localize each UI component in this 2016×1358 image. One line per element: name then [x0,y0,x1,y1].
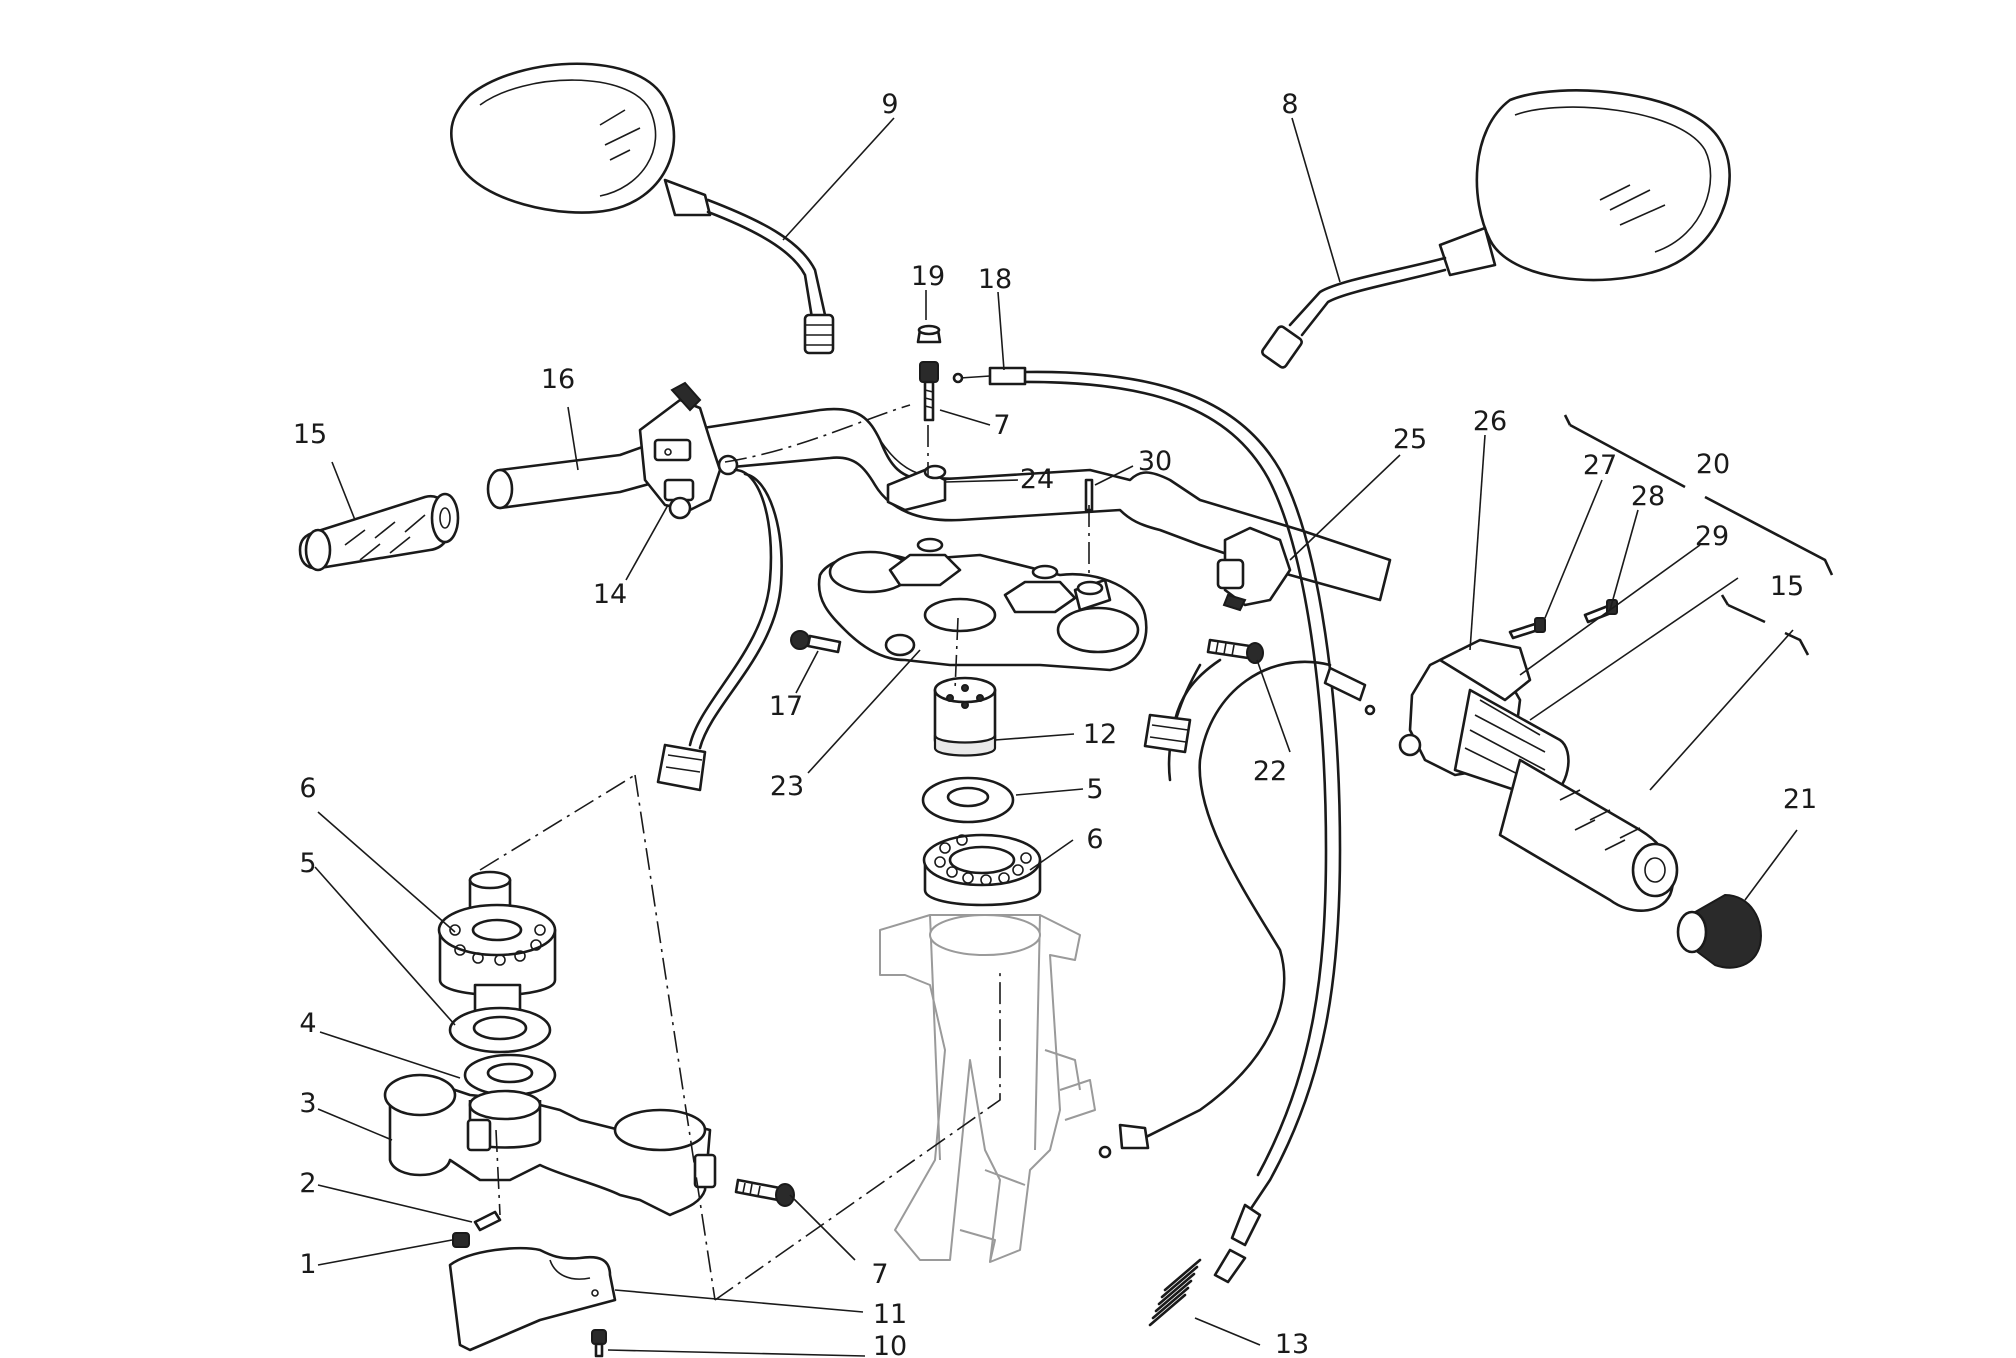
left-grip [298,492,460,572]
callout-11: 11 [873,1299,907,1330]
left-mirror [449,62,835,355]
callout-6-right: 6 [1086,824,1103,855]
bolt-17 [790,630,842,654]
frame-headstock [879,914,1096,1263]
callout-20: 20 [1696,449,1730,480]
spring-13 [1148,1258,1202,1327]
callout-29: 29 [1695,521,1729,552]
seal-lower-5 [448,1006,552,1054]
callout-22: 22 [1253,756,1287,787]
bolt-22 [1206,638,1264,664]
nut-1 [452,1232,470,1248]
callout-7-lower: 7 [871,1259,888,1290]
handlebar-riser-clamp [886,464,947,512]
callout-13: 13 [1275,1329,1309,1358]
callout-9: 9 [881,89,898,120]
throttle-cable-1 [1098,660,1376,1159]
clutch-cable [952,366,1342,1284]
callout-21: 21 [1783,784,1817,815]
callout-25: 25 [1393,424,1427,455]
callout-19: 19 [911,261,945,292]
pin-30 [1084,478,1094,512]
callout-17: 17 [769,691,803,722]
screw-27 [1508,617,1546,640]
bracket-20 [1563,414,1834,576]
throttle-assembly [1398,638,1679,912]
callout-30: 30 [1138,446,1172,477]
callout-15-right: 15 [1770,571,1804,602]
screw-10 [591,1329,607,1358]
callout-15-left: 15 [293,419,327,450]
bolt-7-lower [734,1178,795,1207]
assembly-lines [479,404,1090,1301]
callout-27: 27 [1583,450,1617,481]
lower-triple-clamp [383,1073,717,1217]
callout-23: 23 [770,771,804,802]
cap-19 [916,324,942,344]
bolt-7-upper [919,361,939,422]
left-switchgear [638,381,739,520]
callout-26: 26 [1473,406,1507,437]
callout-5-right: 5 [1086,774,1103,805]
callout-4: 4 [299,1008,316,1039]
seal-upper [921,776,1015,824]
right-mirror [1261,89,1731,369]
callout-28: 28 [1631,481,1665,512]
callout-1: 1 [299,1249,316,1280]
bearing-upper [922,833,1042,907]
screw-2 [473,1210,502,1232]
right-switchgear [1216,526,1292,612]
callout-8: 8 [1281,89,1298,120]
right-switch-wiring [1143,658,1222,754]
callout-16: 16 [541,364,575,395]
bar-end [1676,893,1762,969]
leader-lines [314,117,1798,1357]
washer-4 [463,1053,557,1097]
cable-guide-plate [448,1246,617,1352]
callout-10: 10 [873,1331,907,1358]
upper-triple-clamp [817,537,1148,672]
callout-3: 3 [299,1088,316,1119]
callouts: 9 8 19 18 7 24 30 25 26 20 27 28 29 15 2… [293,89,1817,1358]
left-switch-wiring [656,468,783,792]
screw-28 [1583,599,1618,624]
callout-12: 12 [1083,719,1117,750]
callout-2: 2 [299,1168,316,1199]
callout-6-left: 6 [299,773,316,804]
callout-5-left: 5 [299,848,316,879]
bracket-15-right [1720,594,1810,656]
callout-24: 24 [1020,464,1054,495]
callout-14: 14 [593,579,627,610]
steering-stem-bearing [437,870,557,1027]
callout-18: 18 [978,264,1012,295]
callout-7-upper: 7 [993,410,1010,441]
ignition-switch [933,676,997,757]
